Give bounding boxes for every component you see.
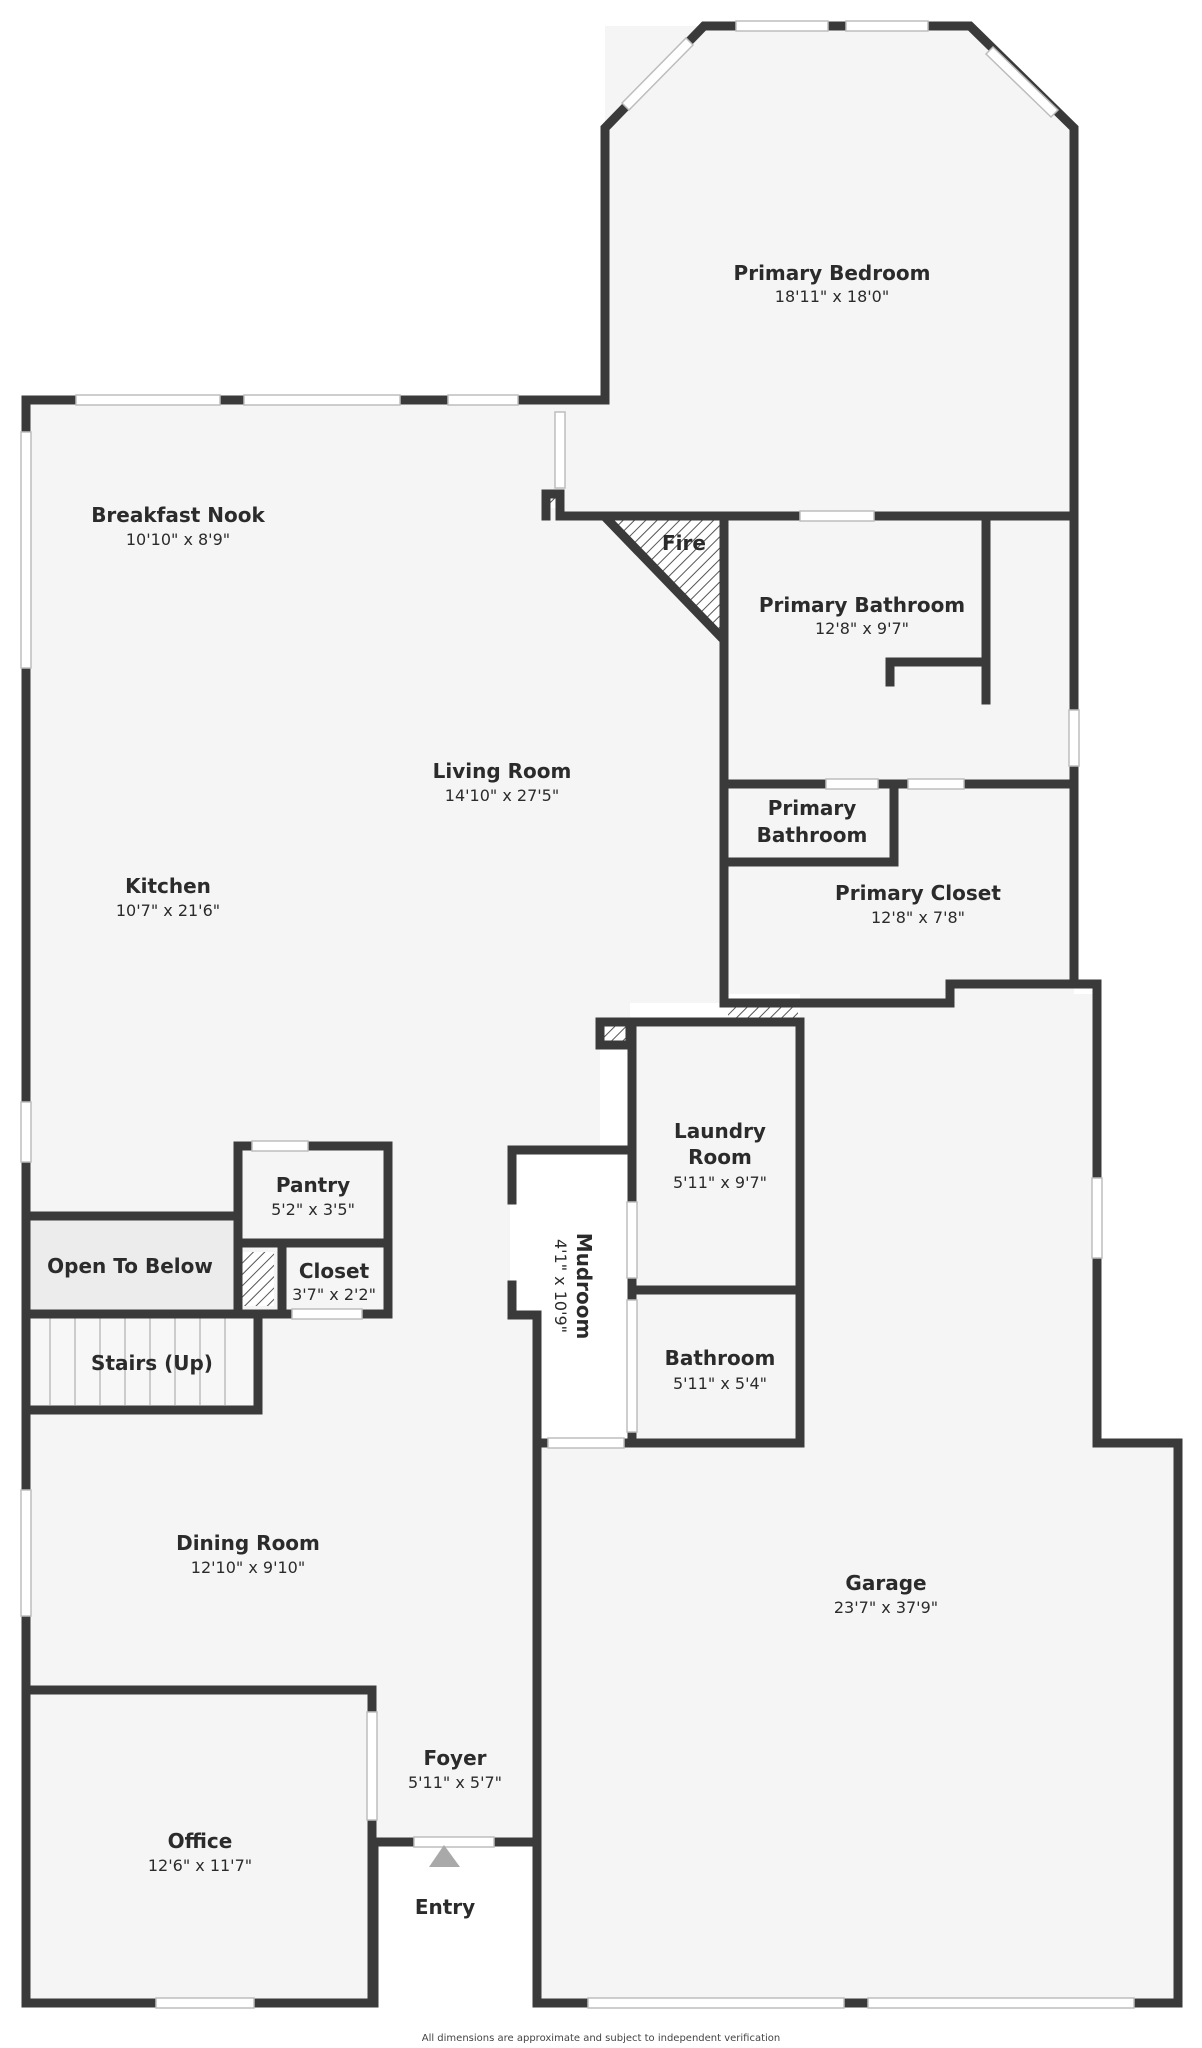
garage-floor	[537, 994, 1178, 2003]
laundry-room-dims: 5'11" x 9'7"	[673, 1173, 767, 1192]
breakfast-nook-dims: 10'10" x 8'9"	[126, 530, 230, 549]
laundry-floor	[632, 1027, 800, 1287]
living-room-name: Living Room	[433, 759, 572, 783]
laundry-room-name-2: Room	[688, 1145, 752, 1169]
garage-door-1	[587, 1997, 845, 2009]
window-bath-east	[1068, 709, 1080, 767]
closet-dims: 3'7" x 2'2"	[292, 1285, 376, 1304]
door-living-top	[447, 394, 519, 406]
primary-bathroom-small-name-2: Bathroom	[757, 823, 868, 847]
foyer-dims: 5'11" x 5'7"	[408, 1773, 502, 1792]
open-to-below-name: Open To Below	[47, 1254, 213, 1278]
stairs-floor	[26, 1313, 258, 1408]
window-bedroom-top-2	[845, 20, 929, 32]
column-hatch	[604, 1026, 626, 1042]
door-closet-2	[907, 778, 965, 790]
door-mudroom-garage	[547, 1437, 625, 1449]
primary-bathroom-small-name-1: Primary	[768, 796, 857, 820]
primary-bath-floor	[724, 516, 1074, 784]
door-laundry	[626, 1201, 638, 1279]
garage-dims: 23'7" x 37'9"	[834, 1598, 938, 1617]
office-floor	[26, 1690, 368, 2003]
fireplace-label: Fire	[662, 531, 706, 555]
bathroom-dims: 5'11" x 5'4"	[673, 1374, 767, 1393]
mudroom-name: Mudroom	[572, 1233, 596, 1340]
pantry-dims: 5'2" x 3'5"	[271, 1200, 355, 1219]
window-nook-top-1	[75, 394, 221, 406]
floors	[26, 26, 1178, 2003]
door-bath-top	[799, 510, 875, 522]
bathroom-floor	[632, 1293, 800, 1443]
door-pantry	[251, 1140, 309, 1152]
bathroom-name: Bathroom	[665, 1346, 776, 1370]
garage-door-2	[867, 1997, 1135, 2009]
door-entry	[413, 1836, 495, 1848]
stairs-name: Stairs (Up)	[91, 1351, 213, 1375]
window-office-bottom	[155, 1997, 255, 2009]
main-floor	[26, 400, 724, 1842]
closet-hatch	[242, 1252, 274, 1306]
window-bedroom-top-1	[735, 20, 829, 32]
primary-closet-name: Primary Closet	[835, 881, 1001, 905]
windows	[20, 20, 1135, 2009]
laundry-room-name-1: Laundry	[674, 1119, 766, 1143]
kitchen-dims: 10'7" x 21'6"	[116, 901, 220, 920]
closet-name: Closet	[299, 1259, 370, 1283]
foyer-name: Foyer	[423, 1746, 486, 1770]
window-west-dining	[20, 1489, 32, 1617]
door-bathroom	[626, 1299, 638, 1433]
mudroom-dims: 4'1" x 10'9"	[551, 1239, 570, 1333]
entry-name: Entry	[415, 1895, 475, 1919]
door-closet-small	[291, 1308, 363, 1320]
dining-room-dims: 12'10" x 9'10"	[191, 1558, 305, 1577]
primary-bedroom-name: Primary Bedroom	[734, 261, 931, 285]
office-dims: 12'6" x 11'7"	[148, 1856, 252, 1875]
pantry-name: Pantry	[276, 1173, 350, 1197]
door-bedroom-west	[554, 411, 566, 489]
primary-closet-dims: 12'8" x 7'8"	[871, 908, 965, 927]
door-closet-1	[825, 778, 879, 790]
primary-bathroom-name: Primary Bathroom	[759, 593, 965, 617]
window-garage-east	[1091, 1177, 1103, 1259]
kitchen-name: Kitchen	[125, 874, 211, 898]
primary-bedroom-dims: 18'11" x 18'0"	[775, 287, 889, 306]
primary-bathroom-dims: 12'8" x 9'7"	[815, 619, 909, 638]
window-west-kitchen	[20, 1101, 32, 1163]
living-room-dims: 14'10" x 27'5"	[445, 786, 559, 805]
disclaimer-text: All dimensions are approximate and subje…	[422, 2033, 781, 2044]
stair-treads	[49, 1316, 226, 1405]
window-bedroom-ne	[984, 45, 1060, 119]
dining-room-name: Dining Room	[176, 1531, 320, 1555]
window-west-nook	[20, 431, 32, 669]
window-nook-top-2	[243, 394, 401, 406]
entry-arrow-icon	[429, 1845, 460, 1867]
breakfast-nook-name: Breakfast Nook	[91, 503, 265, 527]
primary-closet-floor	[724, 784, 1074, 994]
primary-bedroom-floor	[560, 26, 1074, 516]
office-name: Office	[168, 1829, 233, 1853]
door-office	[366, 1711, 378, 1821]
garage-name: Garage	[845, 1571, 926, 1595]
window-bedroom-nw	[620, 36, 695, 112]
room-labels: Primary Bedroom 18'11" x 18'0" Breakfast…	[47, 261, 1001, 2044]
open-to-below-floor	[26, 1220, 236, 1311]
